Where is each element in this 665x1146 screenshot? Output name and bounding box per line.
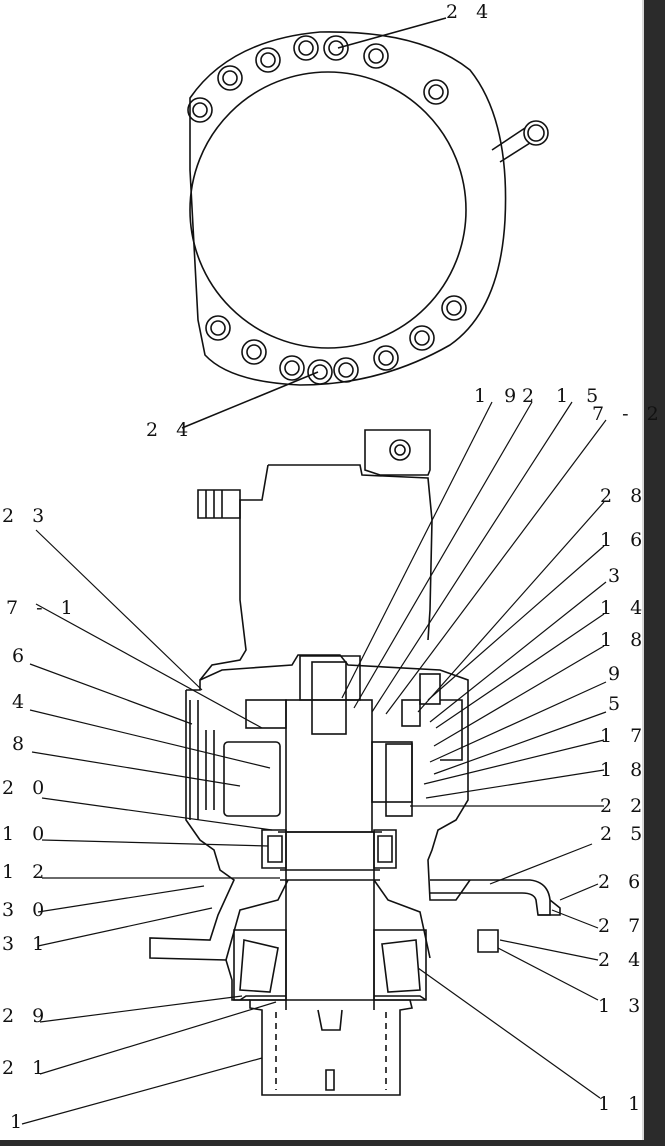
label-11: 1 1 xyxy=(598,1093,647,1115)
label-15: 1 5 xyxy=(556,385,605,407)
label-1: 1 xyxy=(10,1111,29,1133)
label-28: 2 8 xyxy=(600,485,649,507)
label-17: 1 7 xyxy=(600,725,649,747)
label-23: 2 3 xyxy=(2,505,51,527)
label-30: 3 0 xyxy=(2,899,51,921)
label-18a: 1 8 xyxy=(600,629,649,651)
label-31: 3 1 xyxy=(2,933,51,955)
label-18b: 1 8 xyxy=(600,759,649,781)
top-flange-view xyxy=(181,17,549,429)
label-24-mid: 2 4 xyxy=(146,419,195,441)
label-13: 1 3 xyxy=(598,995,647,1017)
label-6: 6 xyxy=(12,645,31,667)
label-8: 8 xyxy=(12,733,31,755)
label-2: 2 xyxy=(522,385,541,407)
label-9: 9 xyxy=(608,663,627,685)
label-26: 2 6 xyxy=(598,871,647,893)
exploded-assembly-drawing xyxy=(21,17,607,1125)
label-27: 2 7 xyxy=(598,915,647,937)
leader-lines xyxy=(21,401,607,1125)
label-22: 2 2 xyxy=(600,795,649,817)
label-24-right: 2 4 xyxy=(598,949,647,971)
label-21: 2 1 xyxy=(2,1057,51,1079)
label-7-2: 7 - 2 xyxy=(592,403,665,425)
label-4: 4 xyxy=(12,691,31,713)
bolt-circle xyxy=(187,35,467,385)
label-7-1: 7 - 1 xyxy=(6,597,79,619)
label-16: 1 6 xyxy=(600,529,649,551)
label-5: 5 xyxy=(608,693,627,715)
section-view xyxy=(149,429,561,1096)
label-3: 3 xyxy=(608,565,627,587)
label-10: 1 0 xyxy=(2,823,51,845)
label-19: 1 9 xyxy=(474,385,523,407)
label-29: 2 9 xyxy=(2,1005,51,1027)
label-24-top: 2 4 xyxy=(446,1,495,23)
bearings xyxy=(233,829,427,1001)
label-14: 1 4 xyxy=(600,597,649,619)
label-12: 1 2 xyxy=(2,861,51,883)
label-25: 2 5 xyxy=(600,823,649,845)
label-20: 2 0 xyxy=(2,777,51,799)
